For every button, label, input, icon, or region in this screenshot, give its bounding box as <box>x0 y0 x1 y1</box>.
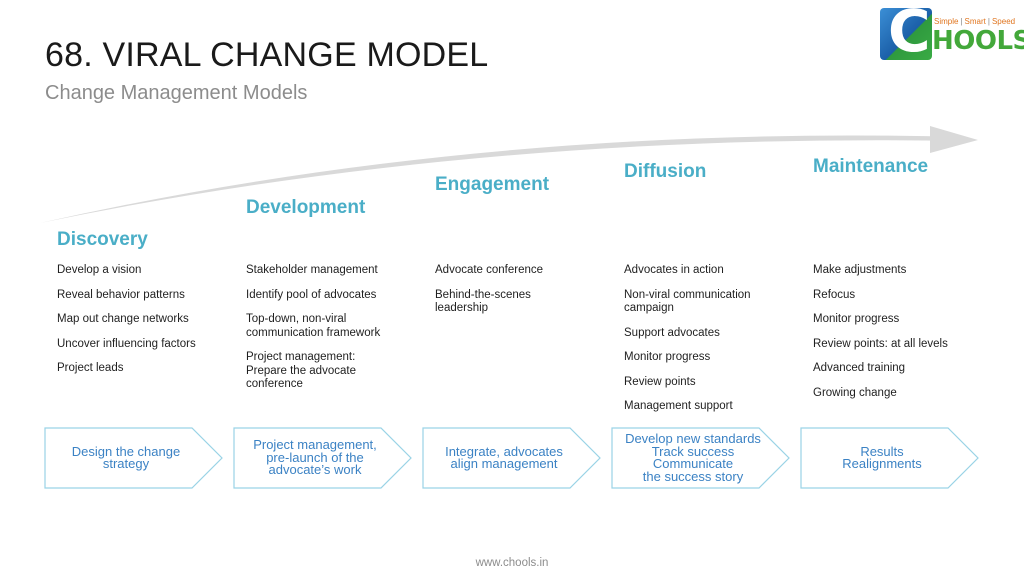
chevron-line: Project management, <box>253 437 377 453</box>
list-item: Monitor progress <box>813 313 900 325</box>
chools-logo[interactable]: C Simple|Smart|Speed HOOLS <box>880 2 1024 62</box>
list-item: Project leads <box>57 362 124 374</box>
list-item: Review points: at all levels <box>813 337 948 350</box>
list-item: Reveal behavior patterns <box>57 288 185 301</box>
chevron-line: pre-launch of the <box>266 449 364 465</box>
development-items: Stakeholder management Identify pool of … <box>246 264 396 403</box>
chevron-line: the success story <box>642 468 744 484</box>
progress-arrow-shaft <box>40 135 962 223</box>
stage-title-discovery: Discovery <box>57 229 148 250</box>
list-item: Monitor progress <box>624 351 711 363</box>
stage-title-maintenance: Maintenance <box>813 156 929 177</box>
chevron-line: Integrate, advocates <box>445 443 563 459</box>
chevron-line: Design the change <box>71 443 181 459</box>
chevron-maintenance <box>800 427 979 489</box>
progress-arrow-head <box>930 126 978 153</box>
footer-url[interactable]: www.chools.in <box>475 557 549 569</box>
page-title: 68. VIRAL CHANGE MODEL <box>45 36 489 74</box>
chevron-line: Results <box>860 443 904 459</box>
list-item: Review points <box>624 375 696 388</box>
chevron-line: align management <box>450 456 558 471</box>
engagement-items: Advocate conference Behind-the-scenes le… <box>435 264 555 327</box>
logo-word: HOOLS <box>932 26 1024 56</box>
chevron-line: Communicate <box>652 456 734 471</box>
list-item: Support advocates <box>624 326 720 339</box>
diffusion-items: Advocates in action Non-viral communicat… <box>624 264 774 425</box>
chevron-line: Develop new standards <box>625 431 761 446</box>
list-item: Growing change <box>813 386 897 399</box>
chevron-development <box>233 427 412 489</box>
list-item: Advocate conference <box>435 264 544 276</box>
page-subtitle: Change Management Models <box>45 82 308 104</box>
list-item: Behind-the-scenes leadership <box>435 288 531 315</box>
chevron-line: Realignments <box>842 456 922 471</box>
list-item: Map out change networks <box>57 313 189 325</box>
list-item: Management support <box>624 400 733 412</box>
chevron-line: Track success <box>651 443 735 459</box>
list-item: Non-viral communication campaign <box>624 288 751 315</box>
list-item: Stakeholder management <box>246 264 378 276</box>
stage-title-engagement: Engagement <box>435 174 550 195</box>
logo-tile <box>880 8 932 60</box>
chevron-engagement <box>422 427 601 489</box>
logo-tag-speed: Speed <box>991 17 1016 26</box>
chevron-discovery <box>44 427 223 489</box>
list-item: Top-down, non-viral communication framew… <box>246 313 381 339</box>
logo-tag-simple: Simple <box>934 17 959 26</box>
list-item: Uncover influencing factors <box>57 337 196 350</box>
logo-tagline: Simple|Smart|Speed <box>934 17 1016 26</box>
maintenance-items: Make adjustments Refocus Monitor progres… <box>813 264 983 411</box>
stage-title-diffusion: Diffusion <box>624 161 707 182</box>
list-item: Develop a vision <box>57 264 142 276</box>
chevron-line: strategy <box>102 456 150 471</box>
chevron-diffusion <box>611 427 790 489</box>
stage-title-development: Development <box>246 197 366 218</box>
list-item: Advocates in action <box>624 264 724 276</box>
list-item: Make adjustments <box>813 264 907 276</box>
logo-letter: C <box>888 0 931 65</box>
list-item: Refocus <box>813 288 856 301</box>
list-item: Identify pool of advocates <box>246 288 377 301</box>
list-item: Advanced training <box>813 362 906 374</box>
list-item: Project management: Prepare the advocate… <box>246 351 356 390</box>
discovery-items: Develop a vision Reveal behavior pattern… <box>57 264 233 387</box>
logo-tag-smart: Smart <box>964 17 986 26</box>
chevron-line: advocate’s work <box>268 462 362 478</box>
